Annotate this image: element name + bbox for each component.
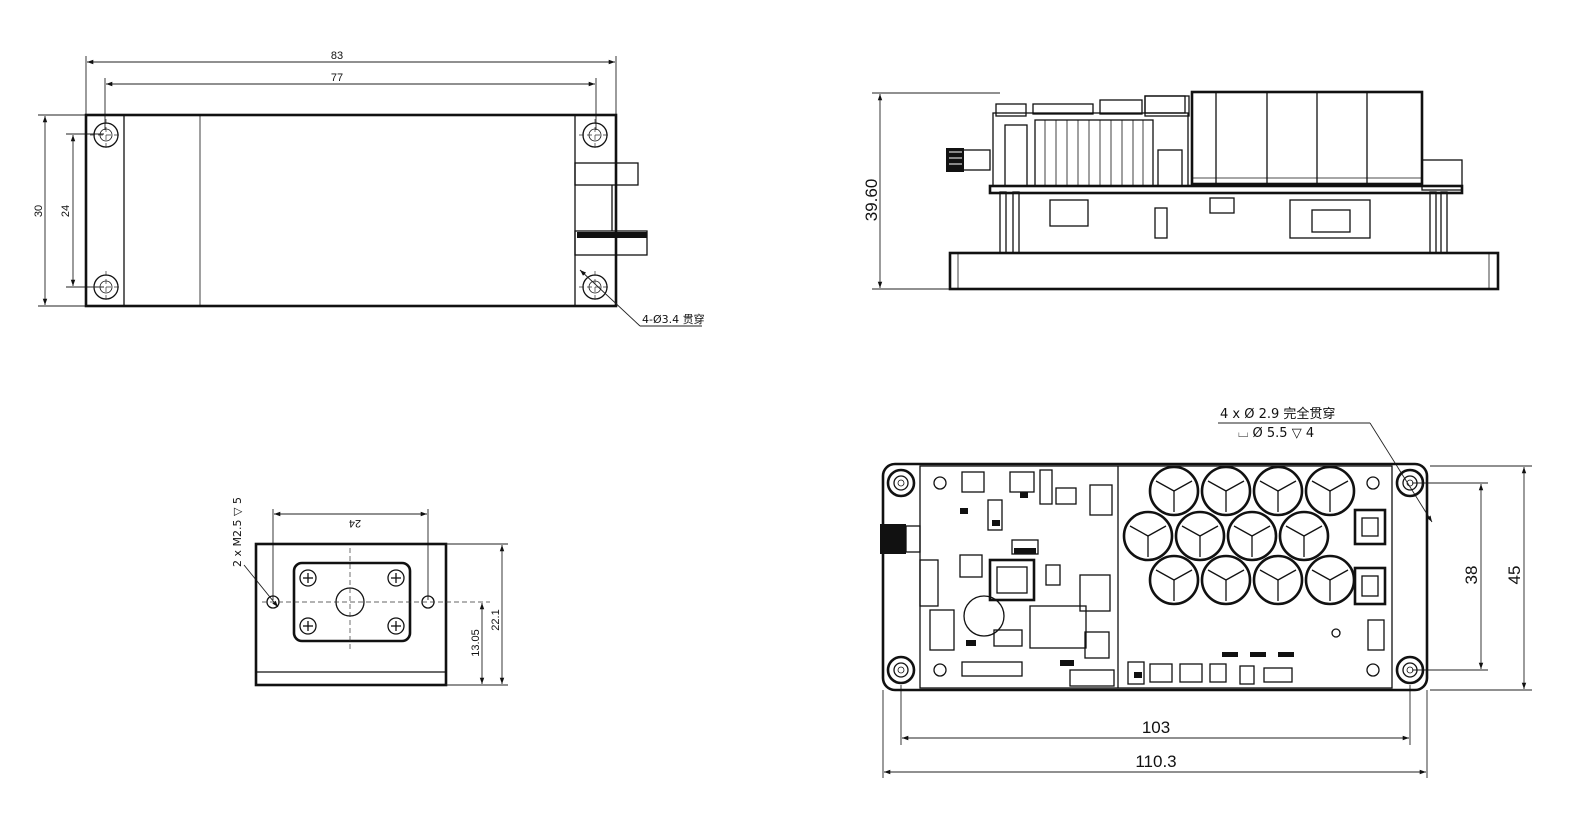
capacitor bbox=[1304, 465, 1356, 517]
connector-upper bbox=[574, 162, 639, 186]
view-top-left: 83 77 30 24 bbox=[33, 50, 705, 327]
view-bottom-left: 24 2 x M2.5 ▽ 5 22.1 13.05 bbox=[231, 497, 508, 687]
mounting-hole-tr bbox=[579, 119, 611, 151]
enclosure-outline bbox=[84, 113, 618, 308]
dim-label-45: 45 bbox=[1505, 566, 1524, 585]
capacitor bbox=[1278, 510, 1330, 562]
dim-label-77: 77 bbox=[331, 72, 343, 84]
left-section-components bbox=[919, 469, 1115, 687]
dim-label-22-1: 22.1 bbox=[490, 609, 502, 630]
heatsink-fins bbox=[1034, 119, 1154, 187]
pcb-board bbox=[988, 184, 1464, 195]
dim-label-103: 103 bbox=[1142, 718, 1170, 737]
screw-tr bbox=[387, 569, 405, 587]
board-hole-br bbox=[1395, 655, 1425, 685]
dim-label-30: 30 bbox=[33, 205, 45, 217]
dim-label-24: 24 bbox=[60, 205, 72, 217]
board-hole-tr bbox=[1395, 468, 1425, 498]
capacitor bbox=[1200, 554, 1252, 606]
capacitor bbox=[1122, 510, 1174, 562]
dim-label-110-3: 110.3 bbox=[1135, 752, 1176, 771]
dim-label-13-05: 13.05 bbox=[470, 629, 482, 657]
capacitor bbox=[1252, 465, 1304, 517]
capacitor bbox=[1226, 510, 1278, 562]
hole-callout-line1: 4 x Ø 2.9 完全贯穿 bbox=[1220, 406, 1335, 422]
hole-callout-top-left: 4-Ø3.4 贯穿 bbox=[642, 312, 705, 326]
power-terminal-upper bbox=[1353, 508, 1387, 546]
power-terminal-lower bbox=[1353, 566, 1387, 606]
mounting-hole-br bbox=[579, 271, 611, 303]
dim-label-39-60: 39.60 bbox=[862, 179, 881, 222]
board-hole-tl bbox=[886, 468, 916, 498]
view-bottom-right: 4 x Ø 2.9 完全贯穿 ⌴ Ø 5.5 ▽ 4 45 38 103 110… bbox=[880, 406, 1532, 778]
board-hole-bl bbox=[886, 655, 916, 685]
screw-bl bbox=[299, 617, 317, 635]
end-view-outline bbox=[254, 542, 448, 687]
capacitor-grid bbox=[1122, 465, 1356, 606]
board-sma-connector bbox=[880, 524, 906, 554]
view-top-right: 39.60 bbox=[862, 90, 1500, 291]
mounting-hole-tl bbox=[90, 119, 122, 151]
capacitor-bank-side bbox=[1190, 90, 1424, 186]
dim-label-38: 38 bbox=[1462, 566, 1481, 585]
mounting-hole-bl bbox=[90, 271, 122, 303]
dim-label-83: 83 bbox=[331, 50, 343, 62]
capacitor bbox=[1148, 554, 1200, 606]
dim-label-24-end: 24 bbox=[349, 517, 361, 529]
capacitor bbox=[1304, 554, 1356, 606]
sma-connector bbox=[946, 148, 991, 172]
hole-callout-line2: ⌴ Ø 5.5 ▽ 4 bbox=[1238, 426, 1314, 441]
capacitor bbox=[1252, 554, 1304, 606]
capacitor bbox=[1200, 465, 1252, 517]
bottom-row-components bbox=[1127, 652, 1294, 685]
thread-callout: 2 x M2.5 ▽ 5 bbox=[231, 497, 244, 567]
board-outline bbox=[881, 462, 1429, 692]
capacitor bbox=[1148, 465, 1200, 517]
connector-lower bbox=[574, 230, 648, 256]
screw-tl bbox=[299, 569, 317, 587]
screw-br bbox=[387, 617, 405, 635]
base-plate bbox=[948, 251, 1500, 291]
capacitor bbox=[1174, 510, 1226, 562]
